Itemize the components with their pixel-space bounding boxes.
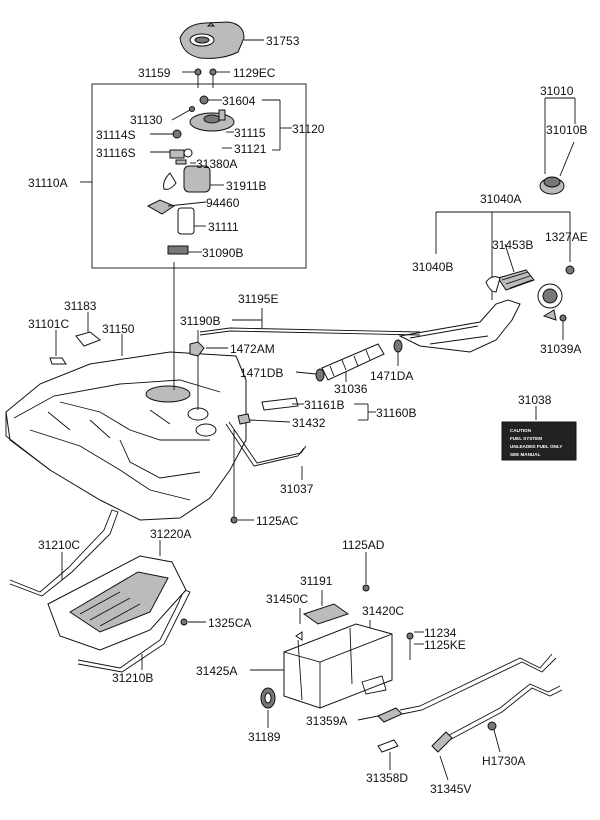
part-label-1327AE: 1327AE xyxy=(545,230,588,244)
filler-hose-part xyxy=(315,339,403,382)
part-label-31183: 31183 xyxy=(64,299,97,313)
part-label-11234: 11234 xyxy=(424,626,457,640)
vapor-pipe-part xyxy=(225,421,307,467)
part-label-31040A: 31040A xyxy=(480,192,521,206)
cover-plate-part xyxy=(179,21,245,59)
part-label-31358D: 31358D xyxy=(366,771,408,785)
part-label-31191: 31191 xyxy=(300,574,333,588)
part-label-31039A: 31039A xyxy=(540,342,581,356)
screw-parts xyxy=(194,68,217,88)
part-label-1471DB: 1471DB xyxy=(240,366,283,380)
part-label-31453B: 31453B xyxy=(492,238,533,252)
filler-neck-assembly xyxy=(398,265,575,353)
part-label-31160B: 31160B xyxy=(376,406,416,420)
fuel-filler-cap-part xyxy=(539,141,575,195)
fuel-tank-part xyxy=(5,351,247,521)
part-label-31120: 31120 xyxy=(292,122,325,136)
part-label-31130: 31130 xyxy=(130,113,163,127)
part-label-1125KE: 1125KE xyxy=(424,638,466,652)
part-label-31210C: 31210C xyxy=(38,538,80,552)
protector-plate-parts xyxy=(49,331,101,365)
part-label-31037: 31037 xyxy=(280,482,314,496)
part-label-31911B: 31911B xyxy=(226,179,266,193)
warning-label-line-3: UNLEADED FUEL ONLY xyxy=(510,444,562,449)
warning-label-line-2: FUEL SYSTEM xyxy=(510,436,542,441)
part-label-31159: 31159 xyxy=(138,66,171,80)
part-label-31432: 31432 xyxy=(292,416,326,430)
part-label-31116S: 31116S xyxy=(96,146,136,160)
part-label-31359A: 31359A xyxy=(306,714,347,728)
part-label-1129EC: 1129EC xyxy=(233,66,276,80)
vent-line-part xyxy=(199,327,421,336)
breather-hose-part xyxy=(237,397,299,425)
part-label-94460: 94460 xyxy=(206,196,240,210)
part-label-31161B: 31161B xyxy=(304,398,344,412)
part-label-31101C: 31101C xyxy=(28,317,69,331)
part-label-1125AC: 1125AC xyxy=(256,514,299,528)
part-label-31420C: 31420C xyxy=(362,604,404,618)
part-label-H1730A: H1730A xyxy=(482,754,525,768)
part-label-31121: 31121 xyxy=(234,142,267,156)
part-label-31115: 31115 xyxy=(234,126,266,140)
part-label-31111: 31111 xyxy=(208,220,239,234)
part-label-31345V: 31345V xyxy=(430,782,471,796)
grommet-part xyxy=(260,687,276,709)
part-label-31380A: 31380A xyxy=(196,157,237,171)
part-label-31110A: 31110A xyxy=(28,176,68,190)
fuel-gauge-cap-part xyxy=(189,341,205,357)
part-label-1471DA: 1471DA xyxy=(370,369,413,383)
part-label-31425A: 31425A xyxy=(196,664,237,678)
warning-label-line-4: SEE MANUAL xyxy=(510,452,541,457)
part-label-31210B: 31210B xyxy=(112,671,153,685)
part-label-31090B: 31090B xyxy=(202,246,243,260)
part-label-31114S: 31114S xyxy=(96,128,136,142)
part-label-31450C: 31450C xyxy=(266,592,308,606)
part-label-31038: 31038 xyxy=(518,393,552,407)
part-label-31040B: 31040B xyxy=(412,260,453,274)
vapor-hose-lines xyxy=(377,653,563,753)
part-label-1125AD: 1125AD xyxy=(342,538,385,552)
charcoal-canister-part xyxy=(283,603,393,709)
part-label-31010: 31010 xyxy=(540,84,574,98)
fuel-pump-module-box xyxy=(91,83,307,269)
part-label-31753: 31753 xyxy=(266,34,300,48)
part-label-1472AM: 1472AM xyxy=(230,342,275,356)
part-label-31150: 31150 xyxy=(102,322,135,336)
tank-straps-and-cover xyxy=(9,509,191,673)
warning-label-line-1: CAUTION xyxy=(510,428,532,433)
part-label-31036: 31036 xyxy=(334,382,368,396)
part-label-31190B: 31190B xyxy=(180,314,220,328)
part-label-1325CA: 1325CA xyxy=(208,616,251,630)
part-label-31604: 31604 xyxy=(222,94,256,108)
part-label-31189: 31189 xyxy=(248,730,281,744)
warning-label-plate: CAUTION FUEL SYSTEM UNLEADED FUEL ONLY S… xyxy=(501,421,577,461)
part-label-31195E: 31195E xyxy=(238,292,278,306)
part-label-31220A: 31220A xyxy=(150,527,191,541)
part-label-31010B: 31010B xyxy=(546,123,587,137)
